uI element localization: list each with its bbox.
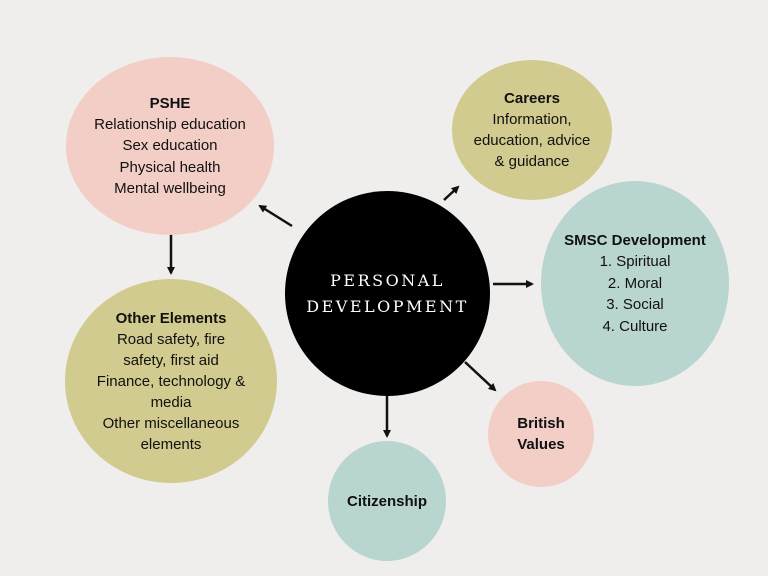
careers-line: Information,	[492, 111, 572, 128]
other-elements-title: Other Elements	[115, 309, 227, 327]
smsc-item: 2. Moral	[607, 274, 663, 292]
arrow-center-to-pshe	[258, 204, 293, 228]
arrow-center-to-careers	[443, 185, 460, 201]
other-elements-node: Other Elements Road safety, fire safety,…	[65, 279, 277, 483]
personal-development-node: PERSONAL DEVELOPMENT	[285, 191, 490, 396]
other-elements-line: Other miscellaneous	[102, 414, 240, 432]
other-elements-line: Road safety, fire	[116, 330, 226, 348]
smsc-item: 1. Spiritual	[599, 253, 671, 270]
smsc-item: 3. Social	[606, 296, 664, 313]
center-line-1: PERSONAL	[330, 270, 445, 290]
british-values-title-1: British	[517, 415, 565, 432]
smsc-development-node: SMSC Development 1. Spiritual 2. Moral 3…	[541, 181, 729, 386]
british-values-title-2: Values	[517, 436, 565, 453]
pshe-item: Mental wellbeing	[114, 180, 226, 197]
smsc-item: 4. Culture	[602, 317, 668, 335]
other-elements-line: safety, first aid	[123, 351, 219, 369]
pshe-item: Physical health	[119, 158, 221, 176]
pshe-item: Relationship education	[94, 115, 246, 133]
other-elements-line: Finance, technology &	[96, 372, 246, 390]
citizenship-node: Citizenship	[328, 441, 446, 561]
other-elements-line: elements	[140, 435, 202, 453]
smsc-title: SMSC Development	[564, 232, 706, 249]
careers-title: Careers	[504, 90, 560, 107]
british-values-node: British Values	[488, 381, 594, 487]
pshe-title: PSHE	[149, 94, 191, 112]
pshe-node: PSHE Relationship education Sex educatio…	[66, 57, 274, 235]
pshe-item: Sex education	[122, 137, 218, 154]
arrow-center-to-british	[464, 361, 497, 392]
citizenship-title: Citizenship	[346, 492, 427, 510]
other-elements-line: media	[150, 393, 192, 411]
careers-line: & guidance	[494, 153, 570, 170]
careers-line: education, advice	[473, 132, 591, 149]
careers-node: Careers Information, education, advice &…	[452, 60, 612, 200]
center-line-2: DEVELOPMENT	[306, 296, 469, 316]
